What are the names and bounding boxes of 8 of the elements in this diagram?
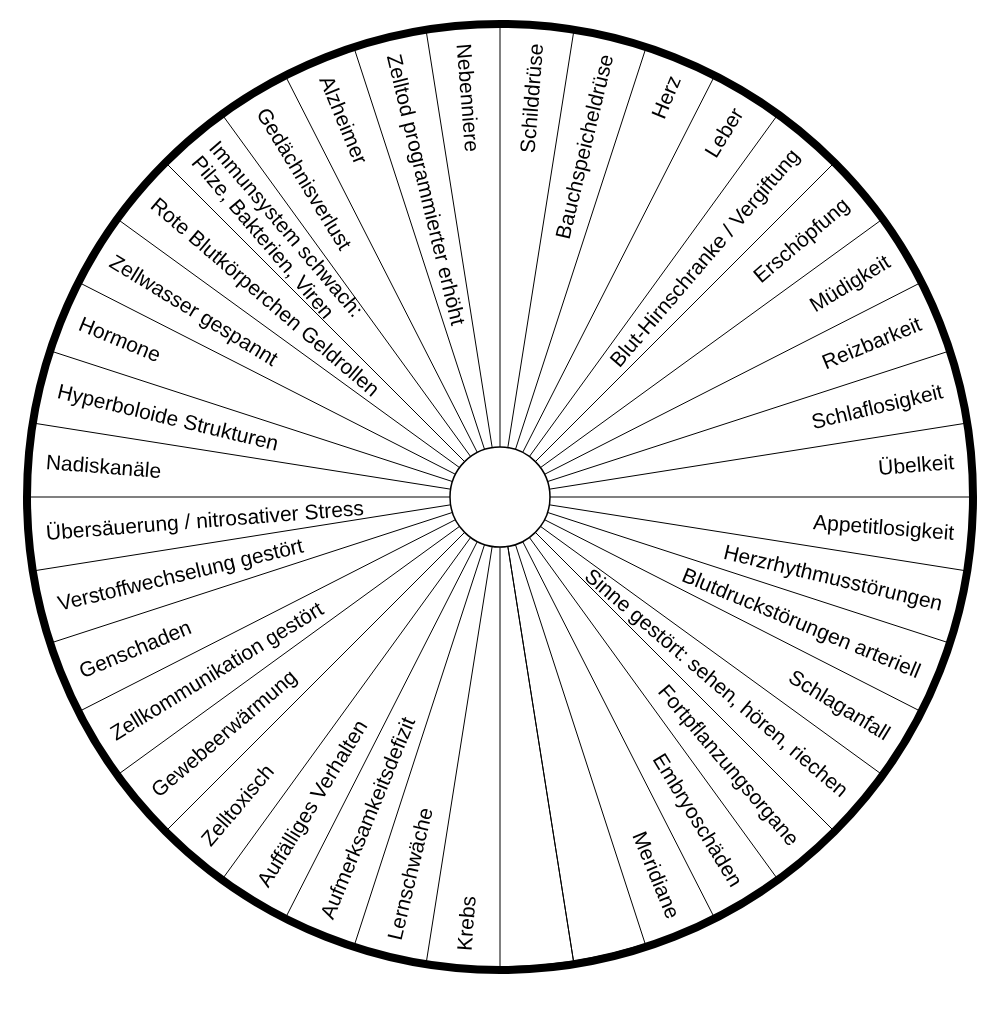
segment-label: Schilddrüse <box>515 42 547 154</box>
segment-label: Nebenniere <box>452 42 485 153</box>
segment-label: Krebs <box>452 895 481 952</box>
segment-label: Übelkeit <box>876 449 955 479</box>
segment-label: Appetitlosigkeit <box>812 510 955 545</box>
segment-label: Nadiskanäle <box>45 449 163 482</box>
hub-circle <box>449 446 551 548</box>
segment-label: Herz <box>646 72 686 123</box>
